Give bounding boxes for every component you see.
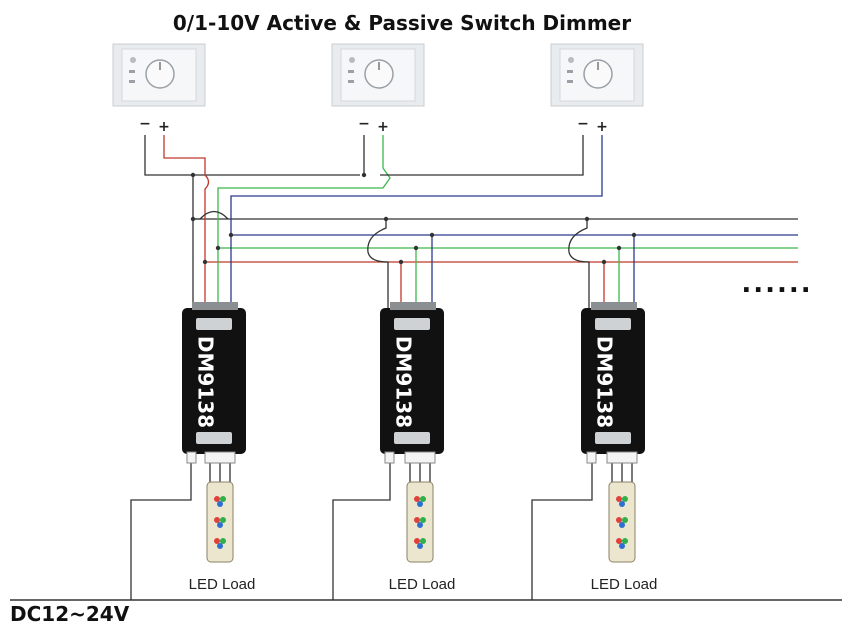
red-switch-wire (163, 135, 206, 175)
led-load-label: LED Load (389, 576, 456, 593)
dimmer-module-2: DM9138 (380, 302, 444, 464)
power-wire-3 (531, 462, 593, 600)
dimmer-model-label: DM9138 (593, 336, 617, 428)
led-strip-1: LED Load (189, 481, 256, 593)
led-strip-2: LED Load (389, 481, 456, 593)
rgb-led-icon (214, 496, 226, 549)
dimmer-module-1: DM9138 (182, 302, 246, 464)
switch-panel-1: − + (112, 43, 206, 135)
switch-panel-3: − + (550, 43, 644, 135)
diagram-title: 0/1-10V Active & Passive Switch Dimmer (173, 11, 631, 35)
dimmer-model-label: DM9138 (194, 336, 218, 428)
led-load-label: LED Load (591, 576, 658, 593)
minus-terminal-label: − (577, 116, 589, 132)
dimmer-knob-icon (583, 59, 613, 89)
power-wire-2 (332, 462, 391, 600)
dimmer-knob-icon (364, 59, 394, 89)
continuation-dots: ...... (741, 269, 812, 299)
blue-switch-wire (230, 135, 603, 235)
black-switch-wire (144, 135, 360, 176)
dimmer-knob-icon (145, 59, 175, 89)
minus-terminal-label: − (139, 116, 151, 132)
plus-terminal-label: + (158, 119, 170, 135)
dimmer-model-label: DM9138 (392, 336, 416, 428)
dimmer-module-3: DM9138 (581, 302, 645, 464)
led-strip-3: LED Load (591, 481, 658, 593)
wires (10, 135, 842, 601)
plus-terminal-label: + (377, 119, 389, 135)
power-wire-1 (130, 462, 192, 600)
switch-panel-2: − + (331, 43, 425, 135)
supply-voltage-label: DC12~24V (10, 602, 130, 626)
green-switch-wire (217, 135, 391, 248)
rgb-led-icon (616, 496, 628, 549)
minus-terminal-label: − (358, 116, 370, 132)
rgb-led-icon (414, 496, 426, 549)
plus-terminal-label: + (596, 119, 608, 135)
led-load-label: LED Load (189, 576, 256, 593)
